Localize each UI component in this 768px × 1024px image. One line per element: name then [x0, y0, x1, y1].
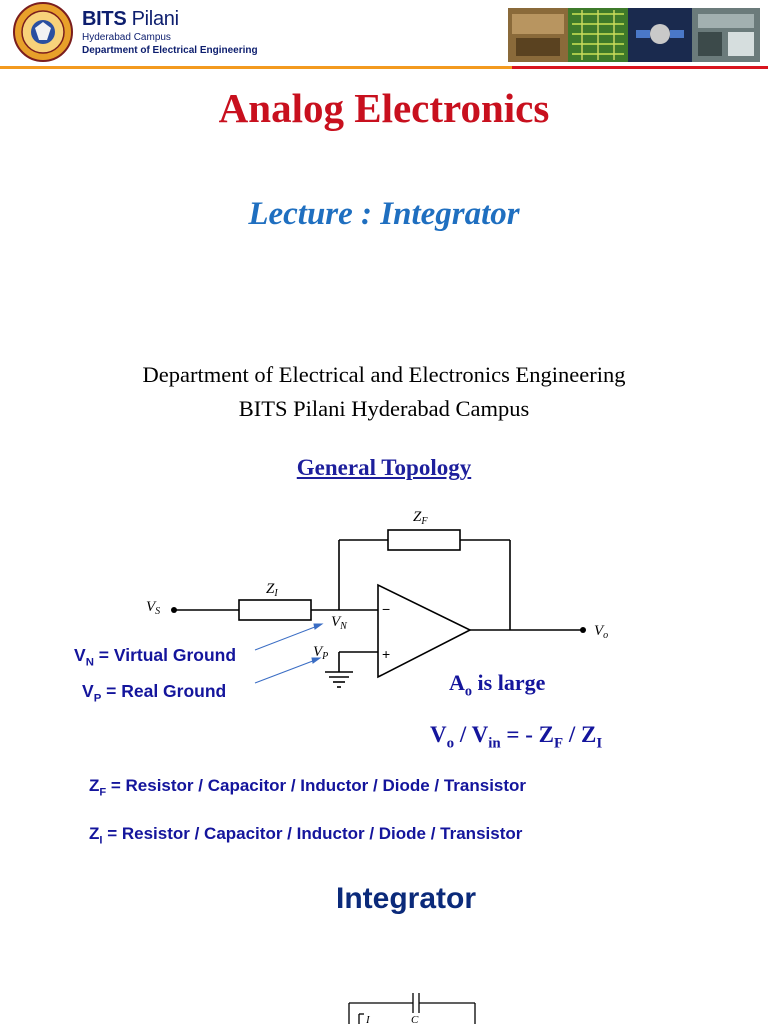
topology-heading: General Topology [296, 455, 472, 480]
slide-header: BITS Pilani Hyderabad Campus Department … [0, 0, 768, 72]
department-block: Department of Electrical and Electronics… [0, 358, 768, 426]
vp-note: VP = Real Ground [82, 681, 227, 705]
integrator-circuit-partial: I C [348, 993, 476, 1024]
header-photo-strip [508, 8, 760, 62]
department-line: Department of Electrical and Electronics… [142, 362, 626, 387]
vs-terminal [171, 607, 177, 613]
current-label: I [365, 1014, 371, 1024]
noninverting-sign: + [382, 646, 390, 662]
zi-resistor [238, 599, 312, 621]
vo-terminal [580, 627, 586, 633]
page-subtitle: Lecture : Integrator [248, 196, 520, 232]
vp-label: VP [313, 644, 328, 662]
zf-resistor [387, 529, 461, 551]
page-title: Analog Electronics [218, 85, 550, 131]
vn-label: VN [331, 614, 348, 632]
gain-formula: Vo / Vin = - ZF / ZI [430, 722, 603, 752]
zi-label: ZI [266, 581, 278, 599]
header-graphics [0, 2, 768, 69]
opamp-topology-diagram: ZF ZI VS VN VP Vo − + [146, 509, 608, 688]
logo-campus: Hyderabad Campus [82, 32, 171, 43]
red-rule [512, 66, 768, 69]
vs-label: VS [146, 599, 160, 617]
capacitor-label: C [411, 1014, 419, 1024]
bits-seal-logo [13, 2, 73, 62]
opamp-triangle [377, 583, 472, 679]
ao-note: Ao is large [449, 670, 546, 700]
vn-note: VN = Virtual Ground [74, 645, 237, 669]
vp-arrow [254, 658, 319, 684]
logo-name: BITS Pilani [82, 8, 179, 30]
zi-options-line: ZI = Resistor / Capacitor / Inductor / D… [89, 824, 523, 847]
integrator-heading: Integrator [336, 882, 477, 915]
logo-department: Department of Electrical Engineering [82, 45, 258, 56]
inverting-sign: − [382, 601, 390, 617]
vn-arrow [254, 624, 321, 651]
zf-label: ZF [413, 509, 428, 527]
orange-rule [0, 66, 512, 69]
zf-options-line: ZF = Resistor / Capacitor / Inductor / D… [89, 776, 527, 799]
vo-label: Vo [594, 623, 608, 641]
campus-line: BITS Pilani Hyderabad Campus [238, 396, 530, 421]
